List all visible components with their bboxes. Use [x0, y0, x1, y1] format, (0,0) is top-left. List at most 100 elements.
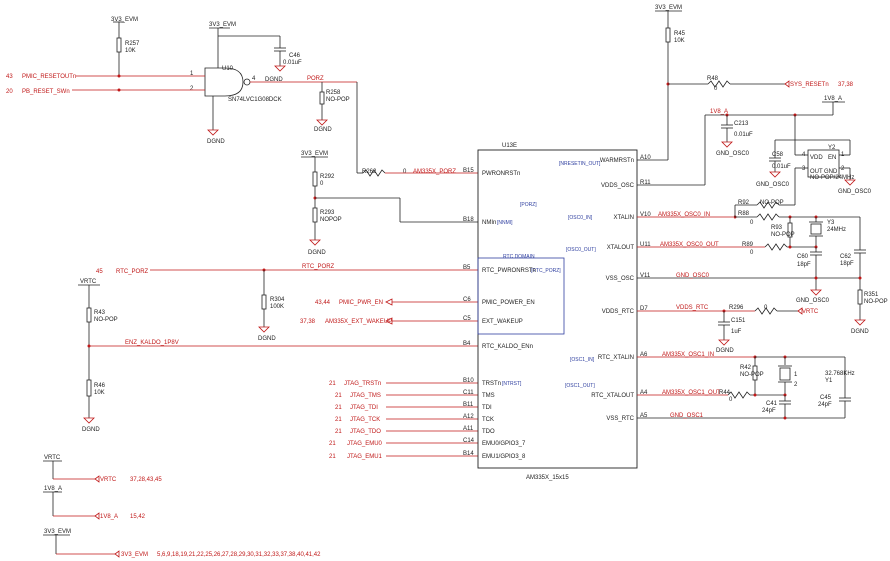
- flag-1v8-power: 1V8_A: [44, 486, 62, 492]
- pmic-pwr-en-sheets: 43,44: [315, 300, 331, 306]
- ic-left-pin-name-3: PMIC_POWER_EN: [482, 300, 535, 306]
- y3-value: 24MHz: [827, 227, 846, 233]
- net-ext-wakeup: AM335X_EXT_WAKEUP: [325, 319, 392, 325]
- ic-left-ball-6: B10: [463, 378, 474, 384]
- ic-left-pin-name-7: TMS: [482, 393, 495, 399]
- ic-left-pin-name-10: TDO: [482, 429, 495, 435]
- r88-value: 0: [750, 220, 754, 226]
- net-jtag-emu1: JTAG_EMU1: [347, 454, 383, 460]
- c60-value: 18pF: [797, 262, 811, 268]
- jtag-nets: 21 JTAG_TRSTn 21 JTAG_TMS 21 JTAG_TDI 21…: [329, 381, 478, 460]
- net-pmic-pwr-en: PMIC_PWR_EN: [339, 300, 383, 306]
- r296-value: 0: [764, 305, 768, 311]
- ic-left-pin-name-9: TCK: [482, 417, 494, 423]
- jtag-sheet-5: 21: [329, 441, 336, 447]
- y2-out: OUT: [810, 169, 823, 175]
- c46-value: 0.01uF: [283, 60, 302, 66]
- control-nets-section: 3V3_EVM R292 0 R293 NOPOP DGND R262 0 AM…: [78, 151, 478, 460]
- c45-value: 24pF: [818, 402, 832, 408]
- ic-left-pin-name-5: RTC_KALDO_ENn: [482, 344, 533, 350]
- ic-left-pin-name-6: TRSTn: [482, 381, 501, 387]
- r89-ref: R89: [742, 242, 754, 248]
- resistor-r262: [362, 169, 386, 177]
- resistor-r296: [754, 307, 778, 315]
- c41-ref: C41: [766, 401, 778, 407]
- net-gnd-osc1: GND_OSC1: [670, 413, 704, 419]
- net-jtag-trstn: JTAG_TRSTn: [344, 381, 381, 387]
- y2-ground-label: GND_OSC0: [838, 189, 872, 195]
- net-osc1-in: AM335X_OSC1_IN: [662, 352, 714, 358]
- ground-symbol-c46: [274, 65, 286, 72]
- u10-pin1: 1: [190, 71, 194, 77]
- r258-value: NO-POP: [326, 97, 350, 103]
- flag-vrtc-net: VRTC: [100, 477, 117, 483]
- ic-right-ball-0: A10: [640, 155, 651, 161]
- r292-ref: R292: [320, 174, 335, 180]
- r262-value: 0: [403, 169, 407, 175]
- ic-left-ball-0: B15: [463, 168, 474, 174]
- resistor-r89: [764, 243, 788, 251]
- ic-left-ball-7: C11: [463, 390, 474, 396]
- c213-value: 0.01uF: [734, 132, 753, 138]
- net-pb-reset-swn: PB_RESET_SWn: [22, 89, 70, 95]
- c46-ground-label: DGND: [265, 77, 283, 83]
- ic-right-pin-name-7: RTC_XTALOUT: [591, 393, 634, 399]
- power-label-vrtc: VRTC: [80, 279, 97, 285]
- r304-ref: R304: [270, 297, 285, 303]
- resistor-r258: [319, 91, 325, 105]
- r304-ground-label: DGND: [258, 336, 276, 342]
- ground-symbol-r46: [83, 417, 95, 424]
- ic-left-ball-10: A11: [463, 426, 474, 432]
- ic-right-pin-name-5: VDDS_RTC: [602, 309, 635, 315]
- annot-nreset: [NRESETIN_OUT]: [559, 161, 601, 167]
- ic-right-pin-name-3: XTALOUT: [607, 245, 635, 251]
- c62-value: 18pF: [840, 261, 854, 267]
- jtag-sheet-6: 21: [329, 454, 336, 460]
- r296-ref: R296: [729, 305, 744, 311]
- ic-right-ball-4: V11: [640, 273, 651, 279]
- r48-value: 0: [714, 86, 718, 92]
- r293-value: NOPOP: [320, 217, 342, 223]
- net-jtag-tms: JTAG_TMS: [350, 393, 381, 399]
- ground-symbol-osc0: [810, 289, 822, 296]
- oscillator-y2: [807, 149, 840, 178]
- net-osc0-in: AM335X_OSC0_IN: [658, 212, 710, 218]
- ground-symbol-c151: [718, 339, 730, 346]
- r45-ref: R45: [674, 31, 686, 37]
- r42-value: NO-POP: [740, 372, 764, 378]
- resistor-r293: [312, 207, 318, 223]
- annot-rtc-porz: [RTC_PORZ]: [531, 268, 561, 274]
- ic-left-ball-5: B4: [463, 341, 471, 347]
- power-label-3v3: 3V3_EVM: [111, 17, 138, 23]
- u10-ref: U10: [222, 66, 234, 72]
- u10-pin4: 4: [252, 76, 256, 82]
- r43-ref: R43: [94, 310, 106, 316]
- power-label-1v8-b: 1V8_A: [824, 96, 842, 102]
- net-osc1-out: AM335X_OSC1_OUT: [662, 390, 721, 396]
- ic-left-ball-11: C14: [463, 438, 475, 444]
- annot-porz: [PORZ]: [520, 202, 537, 208]
- c45-ref: C45: [820, 395, 832, 401]
- r93-value: NO-POP: [771, 232, 795, 238]
- crystal-y3: [810, 223, 822, 235]
- y2-vdd: VDD: [810, 155, 823, 161]
- r257-value: 10K: [125, 48, 136, 54]
- and-gate-u10: [204, 67, 244, 97]
- net-osc0-out: AM335X_OSC0_OUT: [660, 242, 719, 248]
- ground-symbol-r304: [258, 326, 270, 333]
- r262-ref: R262: [362, 169, 377, 175]
- jtag-sheet-0: 21: [329, 381, 336, 387]
- r258-ground-label: DGND: [314, 127, 332, 133]
- r43-value: NO-POP: [94, 317, 118, 323]
- r293-ref: R293: [320, 210, 335, 216]
- rtc-domain-box: [477, 257, 565, 335]
- r351-ref: R351: [864, 292, 879, 298]
- ground-symbol-y2: [844, 179, 856, 186]
- flag-3v3-net: 3V3_EVM: [121, 552, 148, 558]
- y3-ref: Y3: [827, 220, 835, 226]
- y2-pin1: 1: [841, 152, 845, 158]
- ground-symbol-c58: [769, 171, 781, 178]
- annot-rtc-domain: RTC DOMAIN: [503, 254, 535, 260]
- r93-ref: R93: [771, 225, 783, 231]
- ground-symbol-r258: [316, 119, 328, 126]
